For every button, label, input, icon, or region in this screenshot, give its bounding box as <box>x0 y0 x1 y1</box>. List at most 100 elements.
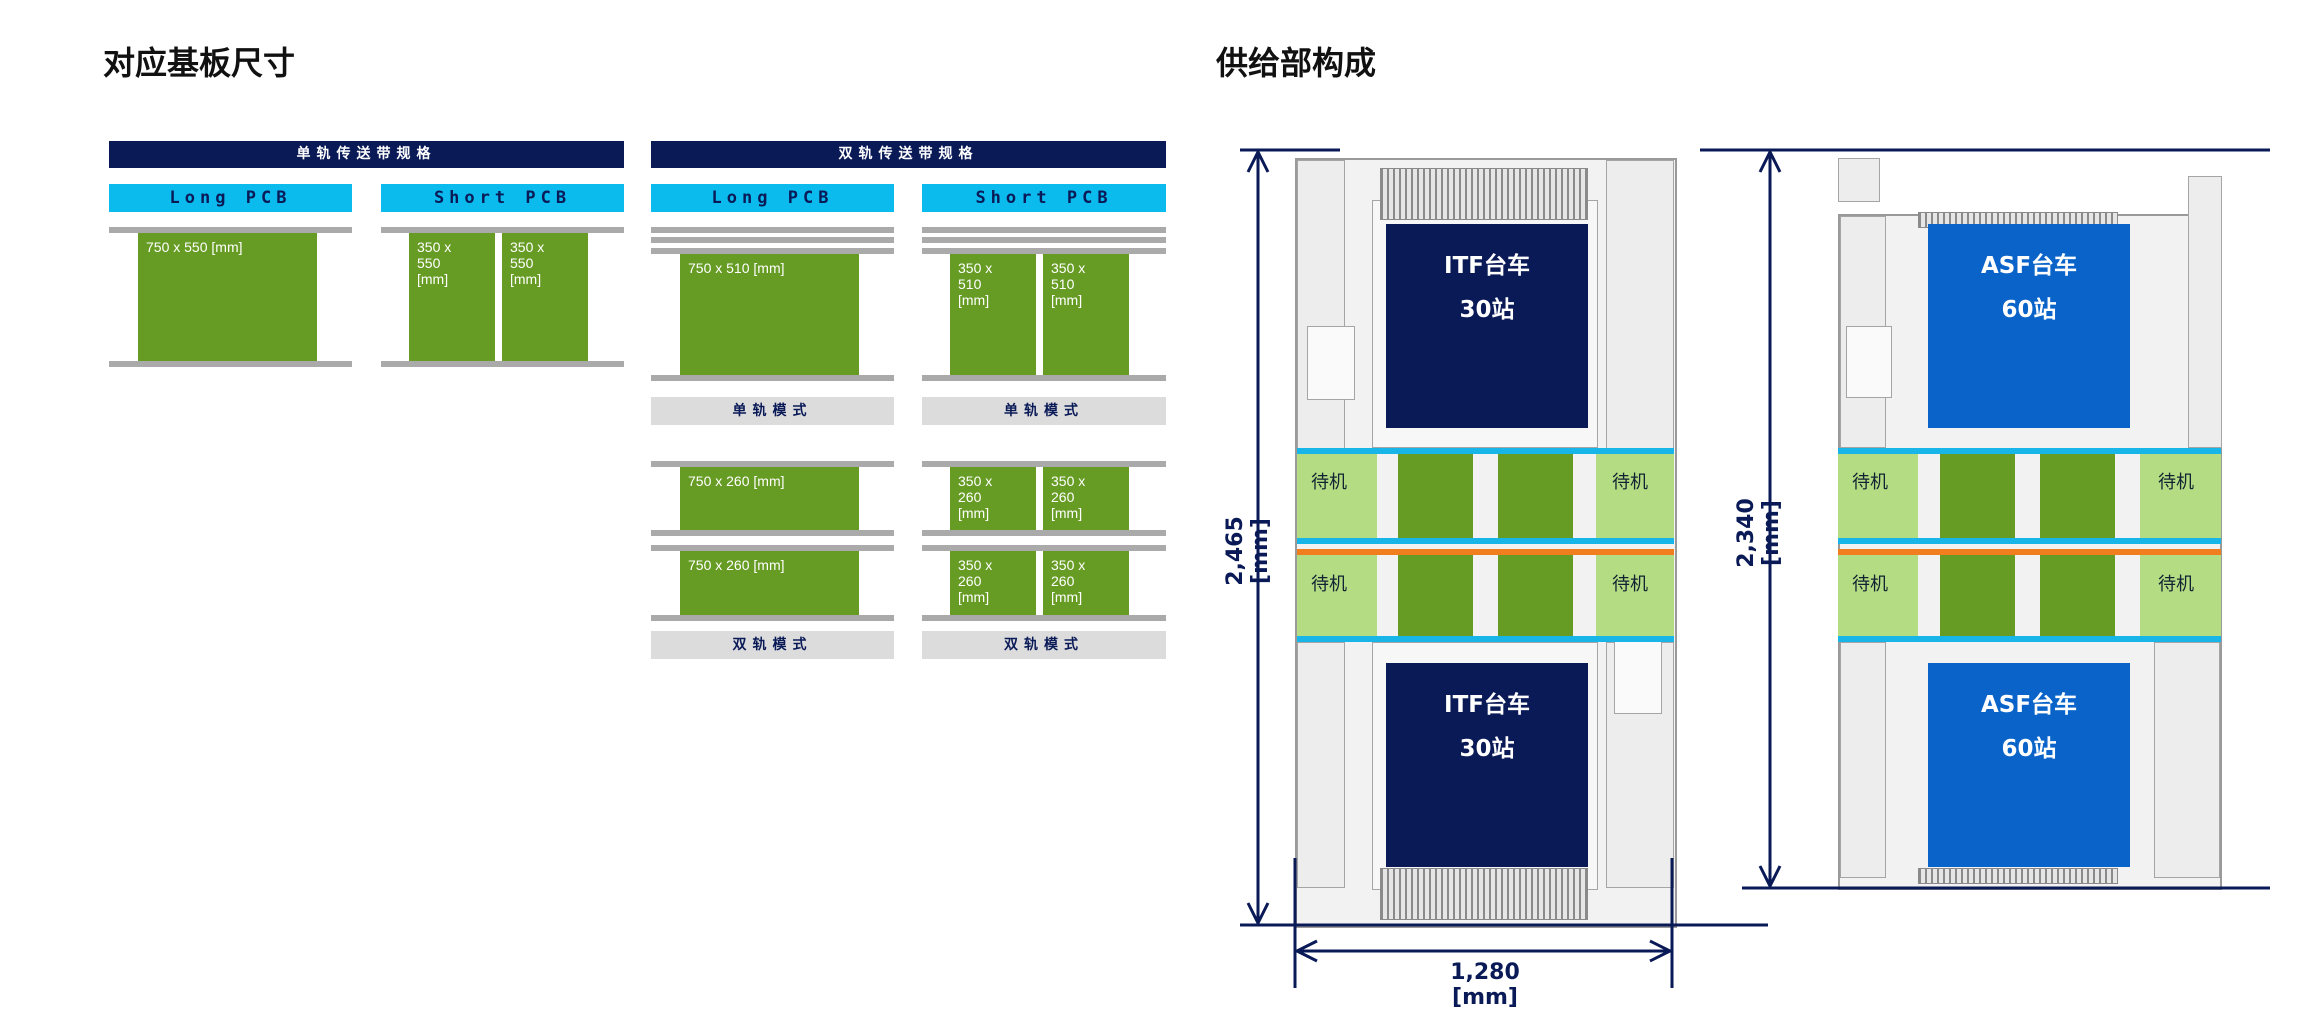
itf-cart-bottom-line1: ITF台车 <box>1444 692 1530 718</box>
single-rail-header: 单轨传送带规格 <box>109 141 624 168</box>
asf-top-left-block <box>1838 158 1880 202</box>
itf-lower-grille <box>1380 868 1588 920</box>
asf-height-arrow-top <box>1758 148 1782 173</box>
dual-short-rail-6 <box>922 530 1166 536</box>
dual-long-rail-2 <box>651 237 894 243</box>
single-long-pcb-label: Long PCB <box>109 184 352 212</box>
asf-cart-top-line1: ASF台车 <box>1980 253 2078 279</box>
asf-zone-work-t2 <box>2040 454 2115 538</box>
dual-long-single-board: 750 x 510 [mm] <box>680 254 859 375</box>
dual-short-dual-board-1a: 350 x 260 [mm] <box>950 467 1036 530</box>
board-size-title: 对应基板尺寸 <box>103 44 296 82</box>
asf-standby-label-bl: 待机 <box>1852 574 1888 595</box>
itf-standby-label-tr: 待机 <box>1612 472 1648 493</box>
itf-width-arrow-right <box>1649 939 1674 963</box>
itf-machine-left-panel-lower <box>1297 642 1345 888</box>
asf-zone-standby-tl <box>1838 454 1918 538</box>
dual-short-rail-1 <box>922 227 1166 233</box>
itf-standby-label-bl: 待机 <box>1311 574 1347 595</box>
asf-lower-grille <box>1918 868 2118 884</box>
asf-height-arrow-bottom <box>1758 865 1782 890</box>
itf-right-handle <box>1614 640 1662 714</box>
dual-long-rail-6 <box>651 530 894 536</box>
dual-short-dual-mode: 双轨模式 <box>922 631 1166 659</box>
itf-zone-work-b1 <box>1398 555 1473 639</box>
dual-long-rail-1 <box>651 227 894 233</box>
dual-short-rail-4 <box>922 375 1166 381</box>
itf-machine-right-panel <box>1606 160 1674 450</box>
itf-zone-standby-tr <box>1596 454 1674 538</box>
dual-long-dual-board-1: 750 x 260 [mm] <box>680 467 859 530</box>
itf-upper-grille <box>1380 168 1588 220</box>
itf-height-arrow-top <box>1246 148 1270 173</box>
asf-right-tower <box>2188 176 2222 448</box>
asf-left-panel-lower <box>1840 642 1886 878</box>
itf-standby-label-br: 待机 <box>1612 574 1648 595</box>
asf-zone-work-b1 <box>1940 555 2015 639</box>
asf-zone-standby-bl <box>1838 555 1918 639</box>
dual-short-rail-8 <box>922 615 1166 621</box>
itf-zone-work-t1 <box>1398 454 1473 538</box>
dual-short-pcb-label: Short PCB <box>922 184 1166 212</box>
dual-long-rail-7 <box>651 545 894 551</box>
dual-long-rail-3 <box>651 248 894 254</box>
asf-conveyor-cyan-bottom <box>1838 636 2221 642</box>
asf-standby-label-tl: 待机 <box>1852 472 1888 493</box>
single-short-pcb-label: Short PCB <box>381 184 624 212</box>
dual-long-pcb-label: Long PCB <box>651 184 894 212</box>
dual-short-rail-5 <box>922 461 1166 467</box>
asf-right-panel-lower <box>2154 642 2220 878</box>
asf-conveyor-cyan-top <box>1838 448 2221 454</box>
itf-cart-bottom: ITF台车 30站 <box>1386 663 1588 867</box>
itf-conveyor-cyan-mid <box>1297 538 1674 544</box>
itf-width-label: 1,280 [mm] <box>1450 960 1520 1010</box>
dual-long-single-mode: 单轨模式 <box>651 397 894 425</box>
itf-conveyor-cyan-bottom <box>1297 636 1674 642</box>
itf-height-arrow-bottom <box>1246 902 1270 927</box>
asf-standby-label-tr: 待机 <box>2158 472 2194 493</box>
itf-cart-top-line2: 30站 <box>1459 297 1515 323</box>
asf-standby-label-br: 待机 <box>2158 574 2194 595</box>
dual-long-dual-board-2: 750 x 260 [mm] <box>680 551 859 615</box>
single-short-rail-bottom <box>381 361 624 367</box>
dual-long-dual-mode: 双轨模式 <box>651 631 894 659</box>
itf-zone-standby-bl <box>1297 555 1377 639</box>
dual-rail-header: 双轨传送带规格 <box>651 141 1166 168</box>
dual-long-rail-4 <box>651 375 894 381</box>
dual-long-rail-8 <box>651 615 894 621</box>
asf-cart-top-line2: 60站 <box>2001 297 2057 323</box>
asf-zone-standby-tr <box>2140 454 2221 538</box>
itf-height-label: 2,465 [mm] <box>1223 516 1273 586</box>
dual-short-rail-3 <box>922 248 1166 254</box>
asf-conveyor-cyan-mid <box>1838 538 2221 544</box>
single-short-rail-top <box>381 227 624 233</box>
asf-conveyor-orange <box>1838 549 2221 555</box>
itf-left-handle <box>1307 326 1355 400</box>
itf-machine-left-panel <box>1297 160 1345 450</box>
dual-short-rail-7 <box>922 545 1166 551</box>
single-short-board-a: 350 x 550 [mm] <box>409 233 495 361</box>
single-long-board: 750 x 550 [mm] <box>138 233 317 361</box>
itf-cart-bottom-line2: 30站 <box>1459 736 1515 762</box>
asf-cart-top: ASF台车 60站 <box>1928 224 2130 428</box>
itf-width-arrow-left <box>1293 939 1318 963</box>
single-long-rail-bottom <box>109 361 352 367</box>
dual-short-single-board-a: 350 x 510 [mm] <box>950 254 1036 375</box>
itf-standby-label-tl: 待机 <box>1311 472 1347 493</box>
feeder-config-title: 供给部构成 <box>1216 44 1377 82</box>
dual-short-dual-board-2a: 350 x 260 [mm] <box>950 551 1036 615</box>
itf-zone-work-b2 <box>1498 555 1573 639</box>
asf-left-handle <box>1846 326 1892 398</box>
asf-cart-bottom-line2: 60站 <box>2001 736 2057 762</box>
dual-long-rail-5 <box>651 461 894 467</box>
asf-zone-work-b2 <box>2040 555 2115 639</box>
dual-short-dual-board-1b: 350 x 260 [mm] <box>1043 467 1129 530</box>
single-long-rail-top <box>109 227 352 233</box>
asf-zone-standby-br <box>2140 555 2221 639</box>
single-short-board-b: 350 x 550 [mm] <box>502 233 588 361</box>
itf-cart-top-line1: ITF台车 <box>1444 253 1530 279</box>
asf-cart-bottom-line1: ASF台车 <box>1980 692 2078 718</box>
dual-short-dual-board-2b: 350 x 260 [mm] <box>1043 551 1129 615</box>
itf-zone-standby-br <box>1596 555 1674 639</box>
